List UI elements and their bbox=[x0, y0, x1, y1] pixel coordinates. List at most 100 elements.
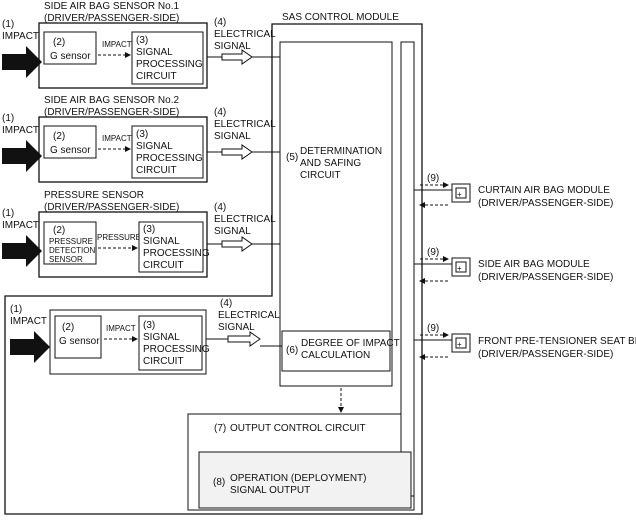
label-text: CIRCUIT bbox=[300, 170, 341, 181]
output-bus-bar bbox=[400, 41, 415, 497]
signal-arrow-icon bbox=[221, 236, 253, 252]
label-text: SIDE AIR BAG SENSOR No.1 bbox=[44, 1, 179, 12]
impact-arrow-icon bbox=[10, 331, 50, 363]
label-text: DETERMINATION bbox=[300, 146, 382, 157]
label-text: (1) bbox=[2, 113, 14, 124]
side-air-bag-sensor-1: SIDE AIR BAG SENSOR No.1 (DRIVER/PASSENG… bbox=[2, 1, 280, 89]
degree-of-impact-calculation: (6) DEGREE OF IMPACT CALCULATION bbox=[281, 330, 400, 372]
label-text: CIRCUIT bbox=[143, 260, 184, 271]
label-text: IMPACT bbox=[106, 324, 136, 333]
label-text: (3) bbox=[136, 129, 148, 140]
label-text: IMPACT bbox=[102, 40, 132, 49]
label-text: (3) bbox=[143, 320, 155, 331]
label-text: OPERATION (DEPLOYMENT) bbox=[230, 473, 367, 484]
signal-arrow-icon bbox=[227, 331, 261, 347]
label-text: IMPACT bbox=[10, 316, 47, 327]
label-text: SIGNAL bbox=[136, 47, 173, 58]
label-text: ELECTRICAL bbox=[214, 119, 276, 130]
label-text: PRESSURE SENSOR bbox=[44, 190, 144, 201]
module-title: SAS CONTROL MODULE bbox=[282, 12, 399, 23]
label-text: (DRIVER/PASSENGER-SIDE) bbox=[478, 198, 613, 209]
label-text: (1) bbox=[2, 208, 14, 219]
label-text: CALCULATION bbox=[301, 350, 370, 361]
label-text: (5) bbox=[286, 152, 298, 163]
label-text: DEGREE OF IMPACT bbox=[301, 338, 400, 349]
output-curtain-air-bag: (9) + CURTAIN AIR BAG MODULE (DRIVER/PAS… bbox=[414, 173, 613, 209]
label-text: (2) bbox=[53, 131, 65, 142]
label-text: (4) bbox=[214, 202, 226, 213]
label-text: SIGNAL bbox=[214, 41, 251, 52]
output-side-air-bag: (9) + SIDE AIR BAG MODULE (DRIVER/PASSEN… bbox=[414, 247, 613, 284]
label-text: SIGNAL bbox=[214, 226, 251, 237]
label-text: (DRIVER/PASSENGER-SIDE) bbox=[478, 272, 613, 283]
label-text: PROCESSING bbox=[143, 248, 210, 259]
label-text: (DRIVER/PASSENGER-SIDE) bbox=[44, 107, 179, 118]
label-text: SIGNAL bbox=[143, 236, 180, 247]
operation-signal-output: (8) OPERATION (DEPLOYMENT) SIGNAL OUTPUT bbox=[198, 451, 412, 509]
label-text: (3) bbox=[143, 224, 155, 235]
label-text: PRESSURE bbox=[49, 237, 93, 246]
label-text: IMPACT bbox=[102, 134, 132, 143]
label-text: G sensor bbox=[50, 51, 91, 62]
label-text: (DRIVER/PASSENGER-SIDE) bbox=[44, 13, 179, 24]
connector-icon bbox=[451, 257, 471, 277]
side-air-bag-sensor-2: SIDE AIR BAG SENSOR No.2 (DRIVER/PASSENG… bbox=[2, 95, 280, 183]
label-text: (1) bbox=[2, 19, 14, 30]
label-text: (2) bbox=[53, 37, 65, 48]
label-text: (9) bbox=[427, 173, 439, 184]
label-text: (9) bbox=[427, 247, 439, 258]
label-text: ELECTRICAL bbox=[214, 214, 276, 225]
signal-arrow-icon bbox=[221, 49, 253, 65]
label-text: PROCESSING bbox=[143, 344, 210, 355]
label-text: (DRIVER/PASSENGER-SIDE) bbox=[44, 202, 179, 213]
label-text: ELECTRICAL bbox=[218, 310, 280, 321]
label-text: AND SAFING bbox=[300, 158, 361, 169]
label-text: PRESSURE bbox=[97, 233, 141, 242]
svg-text:+: + bbox=[457, 340, 462, 349]
label-text: OUTPUT CONTROL CIRCUIT bbox=[230, 423, 366, 434]
label-text: (4) bbox=[214, 17, 226, 28]
signal-arrow-icon bbox=[221, 144, 253, 160]
internal-g-sensor: (1) IMPACT (2) G sensor IMPACT (3) SIGNA… bbox=[10, 298, 282, 375]
label-text: IMPACT bbox=[2, 31, 39, 42]
svg-text:+: + bbox=[457, 264, 462, 273]
label-text: G sensor bbox=[50, 145, 91, 156]
label-text: (DRIVER/PASSENGER-SIDE) bbox=[478, 349, 613, 360]
impact-arrow-icon bbox=[2, 140, 42, 172]
label-text: (1) bbox=[10, 304, 22, 315]
sas-control-module: SAS CONTROL MODULE bbox=[4, 12, 423, 515]
impact-arrow-icon bbox=[2, 46, 42, 78]
determination-and-safing-circuit: (5) DETERMINATION AND SAFING CIRCUIT bbox=[279, 41, 393, 387]
impact-arrow-icon bbox=[2, 235, 42, 267]
label-text: CIRCUIT bbox=[136, 165, 177, 176]
label-text: CURTAIN AIR BAG MODULE bbox=[478, 185, 610, 196]
label-text: FRONT PRE-TENSIONER SEAT BELT bbox=[478, 336, 636, 347]
label-text: (9) bbox=[427, 323, 439, 334]
label-text: (7) bbox=[214, 423, 226, 434]
label-text: (4) bbox=[220, 298, 232, 309]
connector-icon bbox=[451, 333, 471, 353]
label-text: ELECTRICAL bbox=[214, 29, 276, 40]
label-text: SIGNAL OUTPUT bbox=[230, 485, 310, 496]
label-text: DETECTION bbox=[49, 246, 95, 255]
label-text: SIDE AIR BAG MODULE bbox=[478, 259, 590, 270]
label-text: SIGNAL bbox=[214, 131, 251, 142]
label-text: PROCESSING bbox=[136, 59, 203, 70]
label-text: SENSOR bbox=[49, 255, 83, 264]
label-text: SIGNAL bbox=[218, 322, 255, 333]
label-text: (8) bbox=[213, 477, 225, 488]
label-text: IMPACT bbox=[2, 220, 39, 231]
label-text: PROCESSING bbox=[136, 153, 203, 164]
label-text: G sensor bbox=[59, 336, 100, 347]
pressure-sensor: PRESSURE SENSOR (DRIVER/PASSENGER-SIDE) … bbox=[2, 190, 280, 278]
label-text: SIDE AIR BAG SENSOR No.2 bbox=[44, 95, 179, 106]
svg-text:+: + bbox=[457, 190, 462, 199]
label-text: CIRCUIT bbox=[136, 71, 177, 82]
label-text: SIGNAL bbox=[136, 141, 173, 152]
label-text: CIRCUIT bbox=[143, 356, 184, 367]
label-text: IMPACT bbox=[2, 125, 39, 136]
label-text: (2) bbox=[53, 225, 65, 236]
label-text: SIGNAL bbox=[143, 332, 180, 343]
output-front-pretensioner: (9) + FRONT PRE-TENSIONER SEAT BELT (DRI… bbox=[414, 323, 636, 360]
